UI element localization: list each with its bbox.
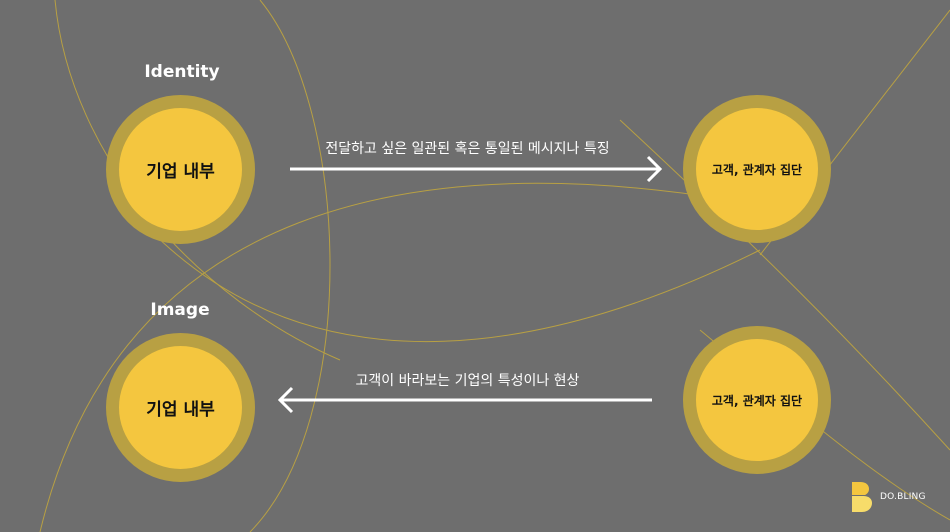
background-arc-cross-down [149, 229, 761, 343]
top-left-circle-text: 기업 내부 [146, 162, 215, 182]
right-arrow [290, 155, 663, 183]
brand-name: DO.BLING [880, 492, 926, 502]
bottom-left-circle-text: 기업 내부 [146, 400, 215, 420]
b-letter-logo-icon [852, 482, 872, 512]
left-arrow [277, 386, 652, 414]
identity-label: Identity [144, 62, 220, 82]
bottom-flow-label: 고객이 바라보는 기업의 특성이나 현상 [355, 373, 580, 389]
background-arc-upper-right [249, 0, 331, 532]
bottom-right-circle-text: 고객, 관계자 집단 [711, 393, 803, 408]
top-right-circle-text: 고객, 관계자 집단 [711, 162, 803, 177]
brand-mark: DO.BLING [850, 482, 926, 512]
background-arc-middle [39, 183, 731, 532]
top-flow-label: 전달하고 싶은 일관된 혹은 통일된 메시지나 특징 [325, 141, 610, 157]
image-label: Image [150, 300, 210, 320]
background-line-right-down [619, 119, 950, 451]
